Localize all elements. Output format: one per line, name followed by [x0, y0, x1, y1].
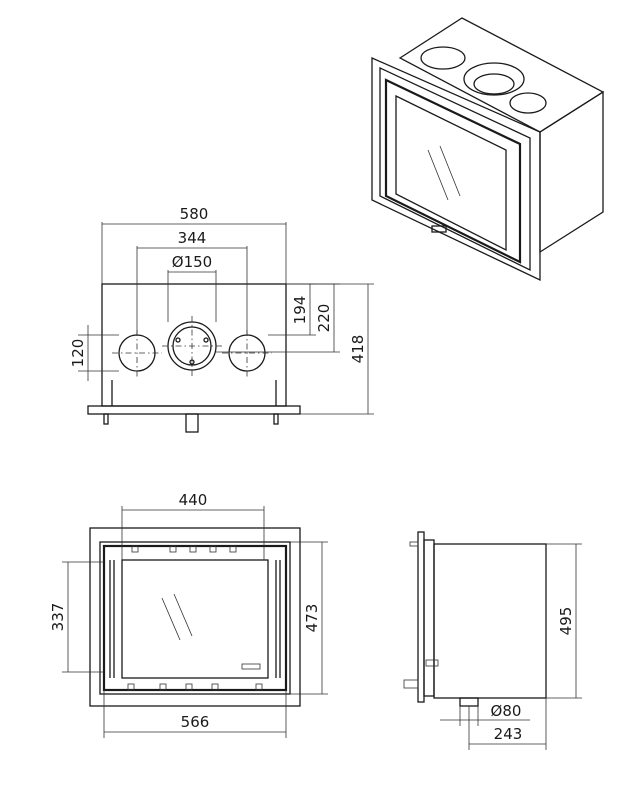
dim-outlet-diameter: 120 — [69, 339, 87, 368]
iso-flue-collar — [463, 62, 525, 96]
dim-frame-height: 473 — [303, 604, 321, 633]
dim-side-height: 495 — [557, 607, 575, 636]
dim-outlet-height: 194 — [291, 296, 309, 325]
brand-logo — [241, 663, 261, 670]
dim-glass-width: 440 — [179, 491, 208, 509]
dim-frame-width: 566 — [181, 713, 210, 731]
iso-outlet-left — [420, 46, 466, 70]
air-inlet — [459, 697, 479, 707]
dim-glass-height: 337 — [49, 603, 67, 632]
side-view: 495 Ø80 243 — [403, 531, 582, 750]
iso-outlet-right — [509, 92, 547, 114]
dim-flue-height: 220 — [315, 304, 333, 333]
front-view: 580 344 Ø150 194 220 418 120 — [69, 205, 374, 433]
door-view: 440 337 473 566 — [49, 491, 328, 738]
dim-height: 418 — [349, 335, 367, 364]
dim-flue-diameter: Ø150 — [172, 253, 212, 271]
dim-width: 580 — [180, 205, 209, 223]
dim-outlet-spacing: 344 — [178, 229, 207, 247]
dim-air-inlet-offset: 243 — [494, 725, 523, 743]
isometric-view — [371, 17, 605, 282]
dim-air-inlet-diameter: Ø80 — [491, 702, 522, 720]
